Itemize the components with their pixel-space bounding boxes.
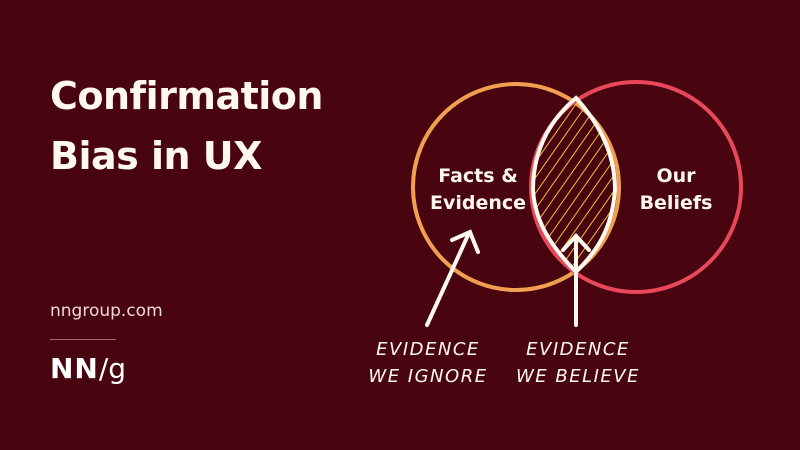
logo-g: /g [98,352,127,385]
facts-evidence-label-2: Evidence [430,192,526,214]
our-beliefs-circle [529,80,743,294]
logo-nn: NN [50,352,99,385]
title-line-1: Confirmation [50,74,323,118]
page-title: Confirmation Bias in UX [50,66,323,186]
evidence-believe-label: EVIDENCE [526,339,630,360]
facts-evidence-circle [411,82,621,292]
divider [50,339,116,340]
evidence-ignore-label: EVIDENCE [376,339,480,360]
site-link[interactable]: nngroup.com [50,301,163,321]
evidence-believe-label-2: WE BELIEVE [516,366,640,387]
nng-logo: NN/g [50,352,126,385]
our-beliefs-label: Our [656,165,696,187]
evidence-ignore-label-2: WE IGNORE [368,366,487,387]
arrow-believe [561,233,591,327]
arrow-ignore [425,229,480,327]
our-beliefs-label-2: Beliefs [640,192,713,214]
title-line-2: Bias in UX [50,134,262,178]
facts-evidence-label: Facts & [438,165,518,187]
